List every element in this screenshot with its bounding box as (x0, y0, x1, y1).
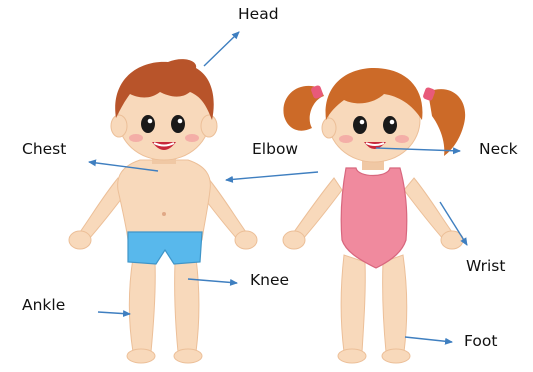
girl-figure (283, 68, 465, 363)
girl-swimsuit (341, 168, 407, 268)
boy-left-foot (127, 349, 155, 363)
girl-left-leg (341, 255, 365, 352)
boy-left-cheek (129, 134, 143, 142)
boy-shorts (128, 232, 202, 264)
boy-left-eye (141, 115, 155, 133)
girl-left-eye (353, 116, 367, 134)
girl-left-arm (294, 178, 342, 240)
boy-left-hand (69, 231, 91, 249)
boy-left-ear (111, 115, 127, 137)
elbow-label: Elbow (252, 142, 298, 158)
girl-right-eye (383, 116, 397, 134)
boy-right-cheek (185, 134, 199, 142)
foot-label: Foot (464, 334, 497, 350)
boy-navel (162, 212, 166, 216)
boy-right-eye (171, 115, 185, 133)
boy-figure (69, 59, 257, 363)
foot-arrow (405, 337, 452, 342)
ankle-arrow (98, 312, 130, 314)
head-arrow (204, 32, 239, 66)
girl-right-cheek (395, 135, 409, 143)
boy-left-leg (129, 258, 155, 352)
head-label: Head (238, 7, 279, 23)
girl-left-hand (283, 231, 305, 249)
boy-right-leg (175, 258, 199, 352)
neck-label: Neck (479, 142, 518, 158)
wrist-label: Wrist (466, 259, 505, 275)
knee-label: Knee (250, 273, 289, 289)
elbow-arrow (226, 172, 318, 180)
girl-left-ear (322, 118, 336, 138)
boy-right-foot (174, 349, 202, 363)
girl-right-foot (382, 349, 410, 363)
girl-right-leg (383, 255, 407, 352)
girl-left-cheek (339, 135, 353, 143)
boy-torso (118, 160, 211, 240)
boy-right-ear (201, 115, 217, 137)
girl-left-foot (338, 349, 366, 363)
boy-right-hand (235, 231, 257, 249)
ankle-label: Ankle (22, 298, 65, 314)
girl-right-pigtail (428, 89, 465, 156)
chest-label: Chest (22, 142, 66, 158)
